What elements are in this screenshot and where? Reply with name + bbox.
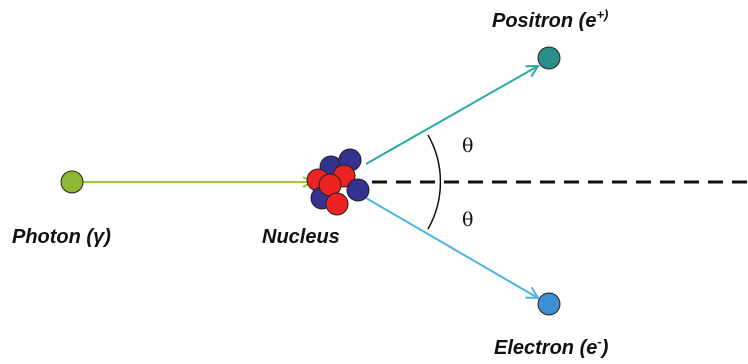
angle-symbol-lower: θ bbox=[462, 209, 473, 231]
positron-label: Positron (e+) bbox=[492, 7, 608, 32]
neutron bbox=[346, 178, 370, 202]
electron-particle bbox=[537, 292, 561, 316]
electron-label-base: Electron (e bbox=[494, 337, 597, 359]
positron-label-superscript: +) bbox=[596, 7, 608, 22]
electron-track bbox=[365, 197, 538, 298]
electron-label-superscript: - bbox=[597, 334, 601, 349]
positron-track bbox=[365, 66, 538, 165]
proton bbox=[325, 192, 349, 216]
electron-label-close: ) bbox=[600, 337, 609, 359]
photon-particle bbox=[60, 170, 84, 194]
angle-arc bbox=[427, 134, 442, 230]
angle-symbol-upper: θ bbox=[462, 135, 473, 157]
electron-label: Electron (e-) bbox=[494, 334, 609, 359]
nucleus-label: Nucleus bbox=[262, 226, 340, 248]
positron-label-base: Positron (e bbox=[492, 10, 596, 32]
positron-particle bbox=[537, 46, 561, 70]
photon-label: Photon (γ) bbox=[12, 226, 111, 248]
nucleus-cluster bbox=[306, 148, 370, 216]
